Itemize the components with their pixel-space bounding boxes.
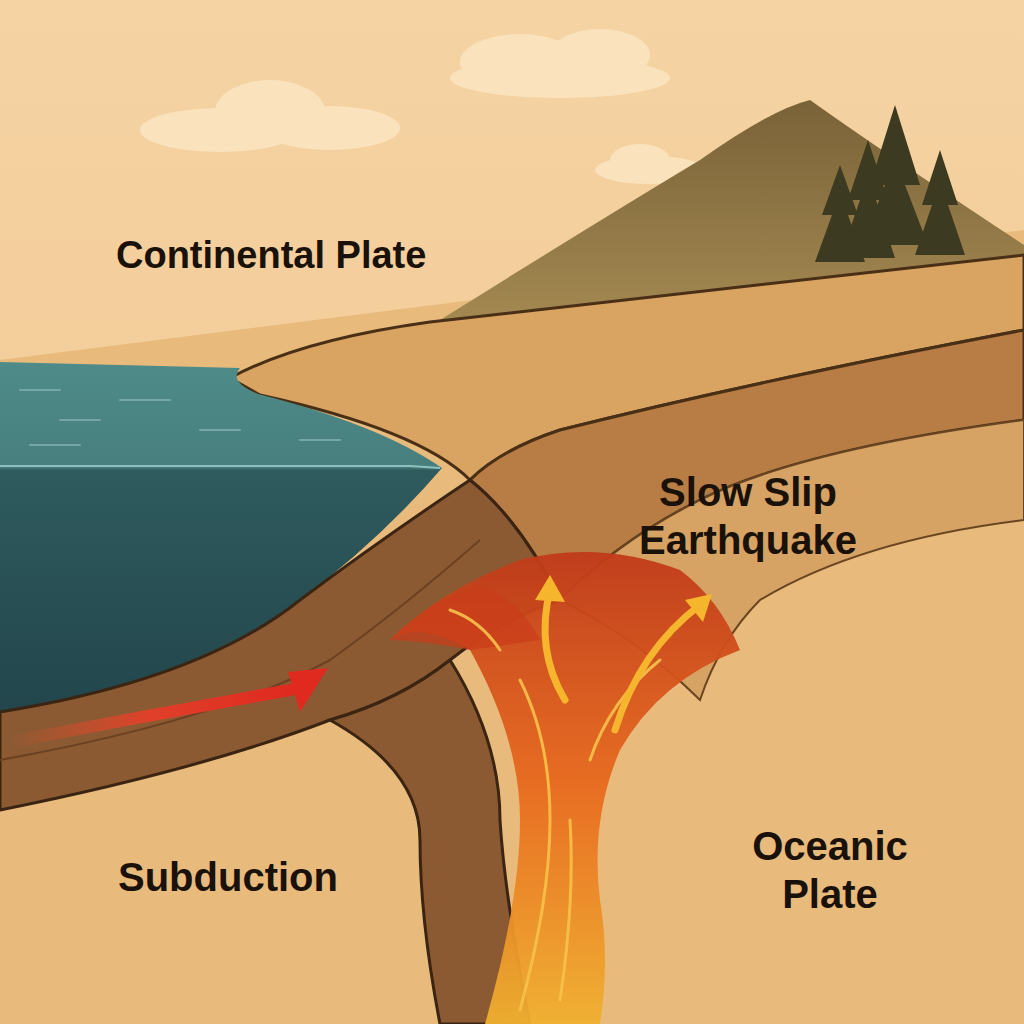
part-label: Slow Slip Earthquake [598,468,898,564]
part-label: Subduction [118,853,418,901]
part-label: Oceanic Plate [720,822,940,918]
part-label: Continental Plate [116,233,536,279]
